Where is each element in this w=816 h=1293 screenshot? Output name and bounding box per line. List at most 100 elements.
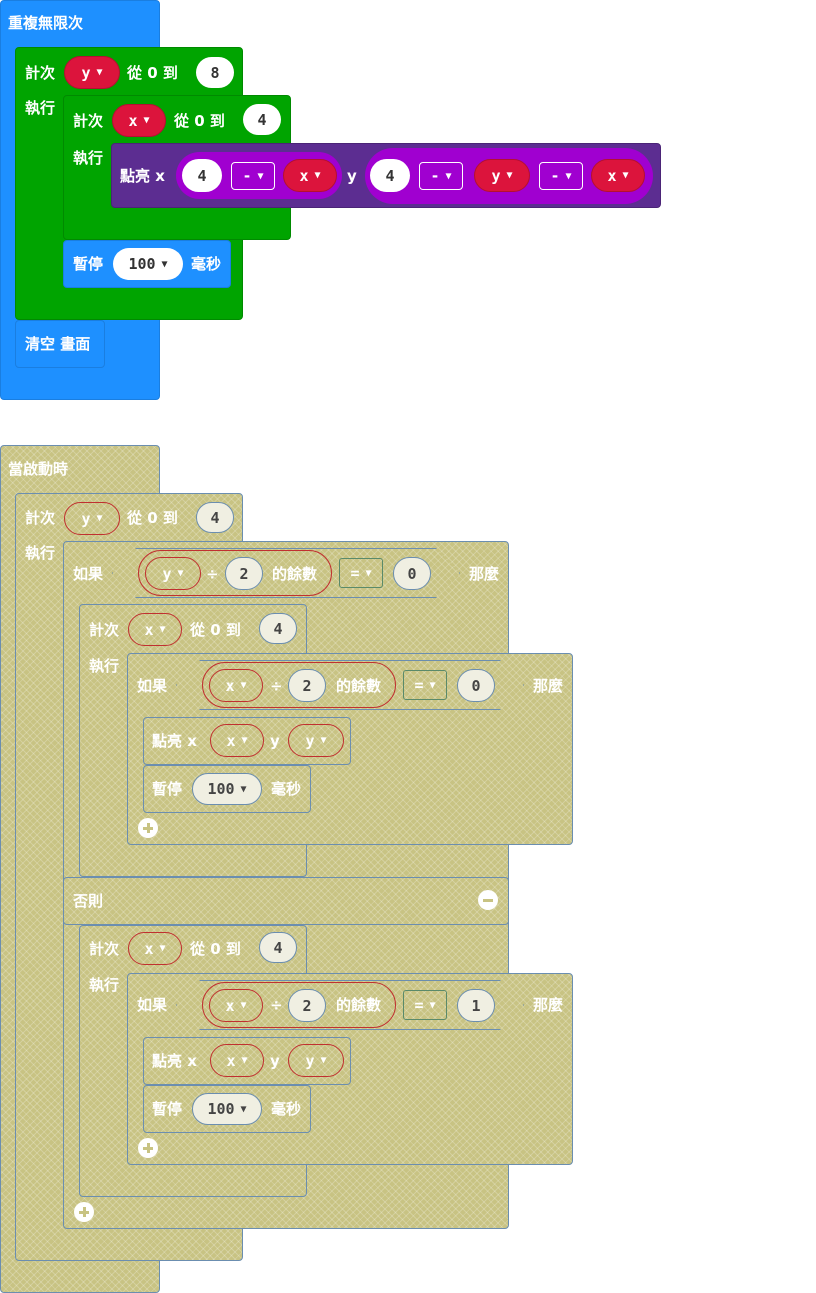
chevron-down-icon: ▼ [96, 67, 103, 78]
chevron-down-icon: ▼ [96, 513, 103, 524]
number-input[interactable]: 1 [457, 989, 495, 1022]
chevron-down-icon: ▼ [240, 1000, 247, 1011]
number-input[interactable]: 0 [393, 557, 431, 590]
add-branch-icon[interactable] [138, 818, 158, 838]
pause-duration-dropdown[interactable]: 100▼ [113, 248, 183, 280]
variable-dropdown-y[interactable]: y▼ [64, 502, 120, 535]
variable-dropdown-x[interactable]: x▼ [210, 724, 264, 757]
chevron-down-icon: ▼ [159, 624, 166, 635]
chevron-down-icon: ▼ [241, 1055, 248, 1066]
for-label: 計次 [25, 64, 56, 82]
y-label: y [270, 1052, 280, 1070]
pause-duration-dropdown[interactable]: 100▼ [192, 773, 262, 805]
number-input[interactable]: 4 [370, 159, 410, 192]
forever-title: 重複無限次 [8, 14, 84, 32]
add-branch-icon[interactable] [138, 1138, 158, 1158]
clear-screen-block[interactable] [15, 320, 105, 368]
loop-end-input[interactable]: 4 [243, 104, 281, 135]
variable-dropdown-x[interactable]: x▼ [128, 613, 182, 646]
chevron-down-icon: ▼ [506, 170, 513, 181]
remainder-label: 的餘數 [336, 677, 382, 695]
compare-dropdown[interactable]: =▼ [403, 990, 447, 1020]
divide-symbol: ÷ [270, 677, 283, 695]
chevron-down-icon: ▼ [445, 170, 452, 182]
do-label: 執行 [89, 976, 120, 994]
remainder-expression [202, 982, 396, 1028]
pause-duration-dropdown[interactable]: 100▼ [192, 1093, 262, 1125]
do-label: 執行 [25, 99, 56, 117]
if-label: 如果 [137, 996, 168, 1014]
divide-symbol: ÷ [206, 565, 219, 583]
divide-symbol: ÷ [270, 996, 283, 1014]
number-input[interactable]: 4 [182, 159, 222, 192]
y-label: y [347, 167, 357, 185]
number-input[interactable]: 2 [288, 669, 326, 702]
variable-dropdown-x[interactable]: x▼ [209, 669, 263, 702]
pause-label: 暫停 [152, 780, 183, 798]
variable-dropdown-x[interactable]: x▼ [283, 159, 337, 192]
chevron-down-icon: ▼ [320, 1055, 327, 1066]
number-input[interactable]: 0 [457, 669, 495, 702]
if-label: 如果 [73, 565, 104, 583]
remainder-label: 的餘數 [336, 996, 382, 1014]
compare-dropdown[interactable]: =▼ [403, 670, 447, 700]
number-input[interactable]: 2 [288, 989, 326, 1022]
loop-end-input[interactable]: 8 [196, 57, 234, 88]
loop-end-input[interactable]: 4 [259, 932, 297, 963]
remainder-expression [138, 550, 332, 596]
then-label: 那麼 [469, 565, 500, 583]
variable-dropdown-x[interactable]: x▼ [128, 932, 182, 965]
add-else-icon[interactable] [74, 1202, 94, 1222]
plot-label: 點亮 x [152, 1052, 197, 1070]
chevron-down-icon: ▼ [143, 115, 150, 126]
remainder-expression [202, 662, 396, 708]
for-label: 計次 [73, 112, 104, 130]
variable-dropdown-x[interactable]: x▼ [112, 104, 166, 137]
plot-label: 點亮 x [120, 167, 165, 185]
remove-branch-icon[interactable] [478, 890, 498, 910]
from-label: 從 0 到 [190, 621, 241, 639]
compare-dropdown[interactable]: =▼ [339, 558, 383, 588]
loop-end-input[interactable]: 4 [259, 613, 297, 644]
for-label: 計次 [89, 940, 120, 958]
operator-dropdown[interactable]: -▼ [231, 162, 275, 190]
chevron-down-icon: ▼ [565, 170, 572, 182]
remainder-label: 的餘數 [272, 565, 318, 583]
do-label: 執行 [73, 149, 104, 167]
pause-unit: 毫秒 [271, 780, 302, 798]
chevron-down-icon: ▼ [240, 1103, 247, 1115]
chevron-down-icon: ▼ [240, 783, 247, 795]
pause-label: 暫停 [73, 255, 104, 273]
from-label: 從 0 到 [127, 64, 178, 82]
number-input[interactable]: 2 [225, 557, 263, 590]
chevron-down-icon: ▼ [257, 170, 264, 182]
chevron-down-icon: ▼ [429, 999, 436, 1011]
loop-end-input[interactable]: 4 [196, 502, 234, 533]
for-label: 計次 [89, 621, 120, 639]
chevron-down-icon: ▼ [365, 567, 372, 579]
variable-dropdown-y[interactable]: y▼ [288, 724, 344, 757]
do-label: 執行 [89, 657, 120, 675]
chevron-down-icon: ▼ [429, 679, 436, 691]
if-label: 如果 [137, 677, 168, 695]
variable-dropdown-x[interactable]: x▼ [209, 989, 263, 1022]
do-label: 執行 [25, 544, 56, 562]
variable-dropdown-y[interactable]: y▼ [145, 557, 201, 590]
then-label: 那麼 [533, 677, 564, 695]
operator-dropdown[interactable]: -▼ [419, 162, 463, 190]
variable-dropdown-y[interactable]: y▼ [288, 1044, 344, 1077]
pause-unit: 毫秒 [191, 255, 222, 273]
for-label: 計次 [25, 509, 56, 527]
variable-dropdown-x[interactable]: x▼ [210, 1044, 264, 1077]
else-row [63, 877, 509, 925]
variable-dropdown-y[interactable]: y▼ [474, 159, 530, 192]
y-label: y [270, 732, 280, 750]
chevron-down-icon: ▼ [320, 735, 327, 746]
chevron-down-icon: ▼ [159, 943, 166, 954]
chevron-down-icon: ▼ [314, 170, 321, 181]
pause-unit: 毫秒 [271, 1100, 302, 1118]
variable-dropdown-x[interactable]: x▼ [591, 159, 645, 192]
variable-dropdown-y[interactable]: y▼ [64, 56, 120, 89]
from-label: 從 0 到 [190, 940, 241, 958]
operator-dropdown[interactable]: -▼ [539, 162, 583, 190]
